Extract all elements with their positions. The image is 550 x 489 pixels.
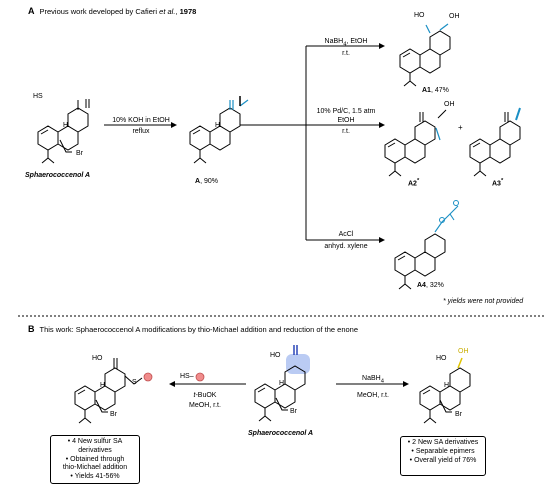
a3-star: * — [500, 178, 504, 184]
a1-yield: , 47% — [430, 87, 449, 94]
left-reagent: HS– — [180, 373, 194, 380]
left-ho-label: HO — [92, 355, 103, 362]
product-a-structure — [189, 96, 249, 164]
a2-label: A2* — [408, 178, 419, 188]
center-br-label: Br — [290, 408, 297, 415]
h-label-center: H — [279, 380, 285, 387]
start-name: Sphaerococcenol A — [25, 172, 91, 179]
h-label-a: H — [215, 122, 221, 129]
a3-label: A3* — [492, 178, 503, 188]
a1-ho-label: HO — [414, 12, 425, 19]
left-note-3: thio-Michael addition — [62, 464, 128, 472]
start-br-label: Br — [76, 150, 83, 157]
section-a-letter: A — [28, 6, 35, 16]
section-b-title: This work: Sphaerococcenol A modificatio… — [39, 325, 359, 334]
right-reagent-sub: 4 — [380, 378, 384, 385]
left-br-label: Br — [110, 411, 117, 418]
product-a3-structure — [469, 107, 521, 177]
a1-oh-label: OH — [449, 13, 460, 20]
section-a-sep: , — [175, 7, 178, 16]
a1-condition: r.t. — [342, 50, 350, 57]
section-a-header: A Previous work developed by Cafieri et … — [28, 6, 196, 16]
product-a-id: A — [195, 178, 201, 185]
a4-yield: , 32% — [425, 282, 444, 289]
right-ho-label: HO — [436, 355, 447, 362]
right-oh-label: OH — [458, 348, 469, 355]
a3-id: A3 — [492, 180, 501, 188]
a1-label: A1, 47% — [422, 87, 449, 95]
left-base-rest: -BuOK — [195, 392, 217, 399]
product-a-yield: , 90% — [200, 178, 218, 185]
right-reagent-text: NaBH — [362, 375, 381, 382]
right-note-2: • Separable epimers — [411, 447, 475, 455]
step1-condition: reflux — [132, 128, 150, 135]
a2-star: * — [416, 178, 420, 184]
h-label-left: H — [100, 382, 106, 389]
a1-reagent-text: NaBH — [324, 38, 344, 45]
a4-condition: anhyd. xylene — [324, 243, 368, 250]
left-note-1: • 4 New sulfur SA derivatives — [67, 438, 123, 454]
left-s-label: S — [132, 379, 137, 386]
a4-label: A4, 32% — [417, 282, 444, 290]
product-a1-structure — [399, 23, 451, 87]
left-note-2: • Obtained through — [65, 455, 125, 463]
right-reagent: NaBH4 — [340, 375, 406, 385]
left-solvent: MeOH, r.t. — [189, 402, 221, 409]
a2-id: A2 — [408, 180, 417, 188]
a2-reagent-line1: 10% Pd/C, 1.5 atm — [316, 108, 376, 115]
sulfur-derivative-structure — [74, 358, 153, 424]
a1-reagent-sub: 4 — [343, 41, 347, 48]
h-label-start: H — [63, 122, 69, 129]
start-hs-label: HS — [33, 93, 43, 100]
alcohol-derivative-structure — [419, 357, 471, 424]
branch-connector — [240, 43, 385, 243]
left-summary-box: • 4 New sulfur SA derivatives • Obtained… — [50, 435, 140, 484]
footnote: * yields were not provided — [443, 298, 524, 305]
section-a-year: 1978 — [179, 7, 197, 16]
left-base-t: t — [193, 392, 196, 399]
sphaerococcenol-a-structure-b — [254, 345, 310, 422]
right-br-label: Br — [455, 411, 462, 418]
center-ho-label: HO — [270, 352, 281, 359]
section-b-header: B This work: Sphaerococcenol A modificat… — [28, 324, 358, 334]
sphaerococcenol-a-structure-a — [37, 99, 90, 164]
left-note-4: • Yields 41-56% — [70, 473, 120, 480]
a2-oh-label: OH — [444, 101, 455, 108]
a1-reagent: NaBH4, EtOH — [310, 38, 382, 48]
section-a-title-text: Previous work developed by Cafieri — [39, 7, 158, 16]
right-note-1: • 2 New SA derivatives — [407, 439, 479, 446]
thiol-sphere-icon — [195, 372, 205, 382]
a4-reagent: AcCl — [338, 231, 354, 238]
right-summary-box: • 2 New SA derivatives • Separable epime… — [400, 436, 486, 476]
product-a4-structure — [394, 200, 459, 290]
a1-reagent-post: , EtOH — [346, 38, 368, 45]
product-a-label: A, 90% — [195, 178, 218, 186]
plus-sign: + — [458, 123, 463, 132]
section-a-etal: et al. — [159, 7, 176, 16]
step1-reagent: 10% KOH in EtOH — [112, 117, 170, 124]
a4-id: A4 — [417, 282, 426, 289]
right-solvent: MeOH, r.t. — [357, 392, 389, 399]
right-note-3: • Overall yield of 76% — [409, 456, 477, 464]
left-base: t-BuOK — [170, 392, 240, 400]
product-a2-structure — [384, 109, 447, 177]
center-name: Sphaerococcenol A — [248, 430, 314, 437]
section-b-letter: B — [28, 324, 35, 334]
h-label-right: H — [444, 382, 450, 389]
a2-reagent-line2: EtOH — [337, 117, 355, 124]
section-a-title: Previous work developed by Cafieri et al… — [40, 7, 197, 16]
a2-condition: r.t. — [342, 128, 350, 135]
a1-id: A1 — [422, 87, 431, 94]
